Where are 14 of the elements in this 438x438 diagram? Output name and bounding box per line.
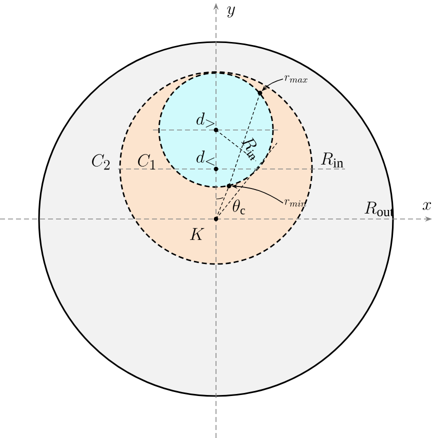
math-label: $y$ <box>227 6 235 18</box>
point <box>258 90 262 96</box>
math-label: $R_{\mathrm{in}}$ <box>241 138 256 161</box>
math-label: $C_{1}$ <box>138 154 156 170</box>
math-label: $R_{\mathrm{in}}$ <box>320 152 344 168</box>
math-label: $d_{>}$ <box>196 112 214 128</box>
point <box>226 184 232 188</box>
math-label: $d_{<}$ <box>196 150 214 166</box>
math-label: $K$ <box>190 228 204 240</box>
point-label: $r_{min}$ <box>284 199 306 207</box>
point-label: $r_{max}$ <box>284 75 308 83</box>
math-label: $\theta_{\mathrm{c}}$ <box>232 199 245 214</box>
math-label: $x$ <box>422 202 432 210</box>
math-label: $C_{2}$ <box>92 154 110 170</box>
